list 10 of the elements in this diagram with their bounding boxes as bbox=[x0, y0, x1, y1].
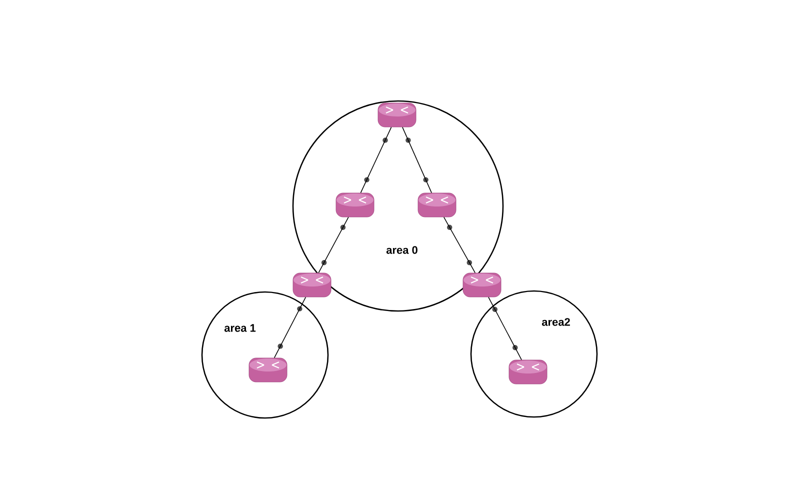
router-icon bbox=[418, 192, 456, 218]
router-icon bbox=[462, 272, 502, 298]
link-line bbox=[488, 296, 522, 360]
router-icon bbox=[508, 360, 548, 384]
link-line bbox=[402, 126, 432, 194]
router-icon bbox=[248, 358, 288, 382]
link-line bbox=[443, 216, 476, 274]
router-icon bbox=[292, 272, 332, 298]
router-icon bbox=[336, 192, 374, 218]
router-icon bbox=[378, 102, 416, 128]
